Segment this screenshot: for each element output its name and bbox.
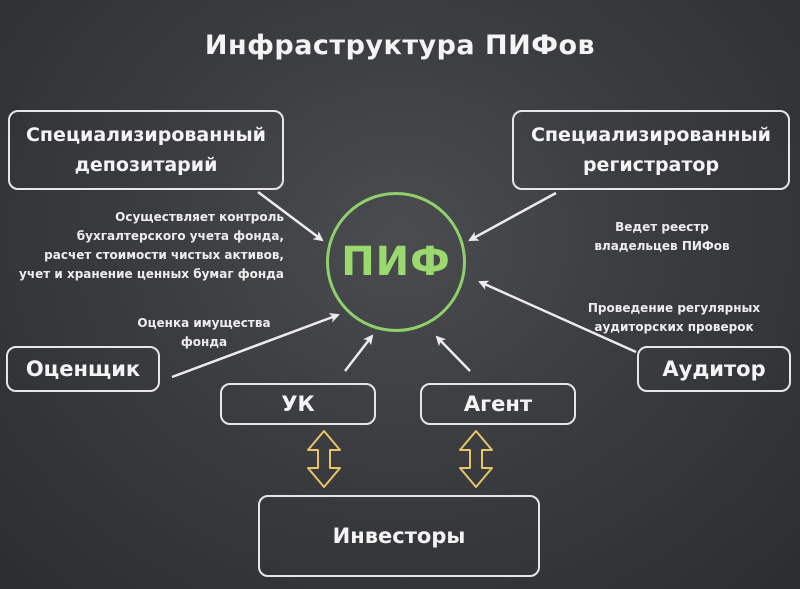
registrar-line-2: регистратор (582, 154, 720, 176)
note-depository-line-1: Осуществляет контроль (115, 210, 284, 224)
arrow-depository-to-pif (257, 191, 324, 242)
arrow-uk-to-pif (344, 334, 374, 372)
note-depository-line-3: расчет стоимости чистых активов, (44, 248, 284, 262)
diagram-title: Инфраструктура ПИФов (204, 30, 596, 61)
exchange-arrow-agent-investors (459, 430, 493, 488)
note-auditor-line-1: Проведение регулярных (587, 301, 761, 315)
box-specialized-depository: Специализированный депозитарий (8, 110, 284, 190)
box-investors: Инвесторы (258, 495, 540, 577)
note-appraiser-line-1: Оценка имущества (137, 316, 271, 330)
arrow-registrar-to-pif (468, 191, 557, 242)
depository-line-2: депозитарий (74, 154, 218, 176)
exchange-arrow-uk-investors (307, 430, 341, 488)
uk-label: УК (281, 392, 315, 416)
appraiser-label: Оценщик (25, 357, 141, 381)
pif-center-circle: ПИФ (326, 192, 466, 332)
registrar-line-1: Специализированный (530, 124, 771, 146)
note-registrar: Ведет реестр владельцев ПИФов (574, 218, 750, 256)
note-registrar-line-1: Ведет реестр (615, 220, 709, 234)
note-appraiser-line-2: фонда (180, 335, 228, 349)
pif-label: ПИФ (341, 239, 451, 285)
arrow-auditor-to-pif (478, 280, 637, 354)
box-appraiser: Оценщик (6, 346, 160, 392)
note-depository-line-2: бухгалтерского учета фонда, (76, 229, 284, 243)
box-specialized-registrar: Специализированный регистратор (512, 110, 790, 190)
note-registrar-line-2: владельцев ПИФов (594, 239, 730, 253)
agent-label: Агент (463, 392, 533, 416)
arrow-agent-to-pif (435, 335, 471, 372)
box-auditor: Аудитор (637, 346, 791, 392)
note-auditor-line-2: аудиторских проверок (594, 320, 754, 334)
box-uk: УК (220, 383, 376, 425)
note-appraiser: Оценка имущества фонда (124, 314, 284, 352)
depository-line-1: Специализированный (25, 124, 266, 146)
arrow-appraiser-to-pif (171, 313, 340, 379)
investors-label: Инвесторы (332, 524, 466, 548)
box-agent: Агент (420, 383, 576, 425)
note-depository-line-4: учет и хранение ценных бумаг фонда (19, 267, 284, 281)
note-depository: Осуществляет контроль бухгалтерского уче… (12, 208, 284, 284)
auditor-label: Аудитор (662, 357, 766, 381)
note-auditor: Проведение регулярных аудиторских провер… (576, 299, 772, 337)
